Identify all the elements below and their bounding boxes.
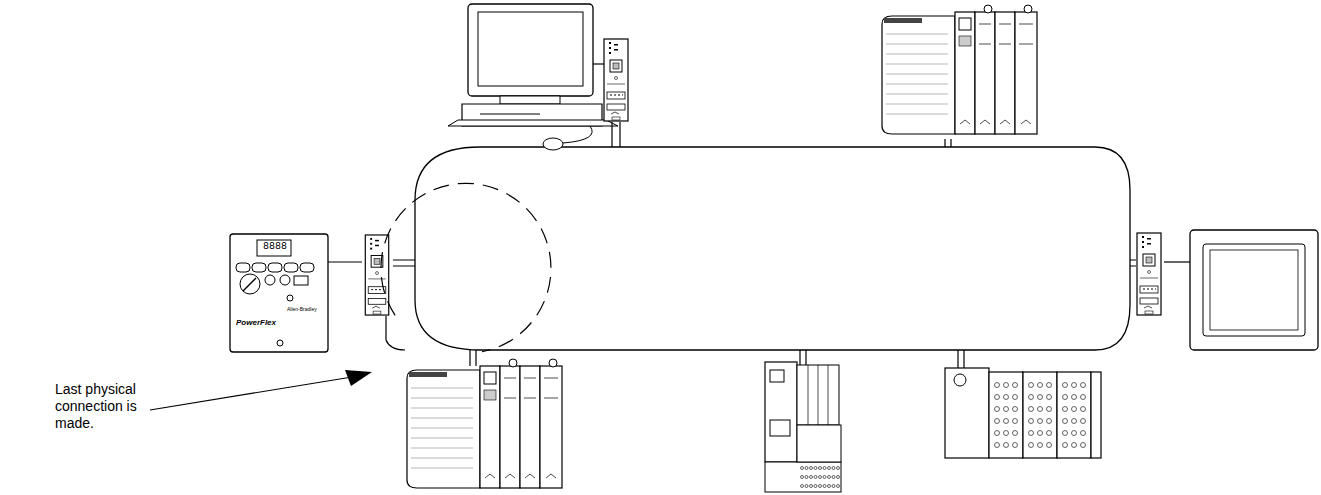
- maker-logo: Allen-Bradley: [287, 306, 327, 312]
- io-adapter: [765, 362, 841, 492]
- io-block: [945, 368, 1101, 458]
- powerflex-drive: [230, 234, 362, 352]
- callout-note: Last physical connection is made.: [55, 381, 155, 431]
- computer-icon: [448, 4, 618, 150]
- brand-name: PowerFlex: [236, 318, 284, 328]
- display-digits: 8888: [258, 241, 292, 253]
- hmi-terminal: [1190, 230, 1318, 350]
